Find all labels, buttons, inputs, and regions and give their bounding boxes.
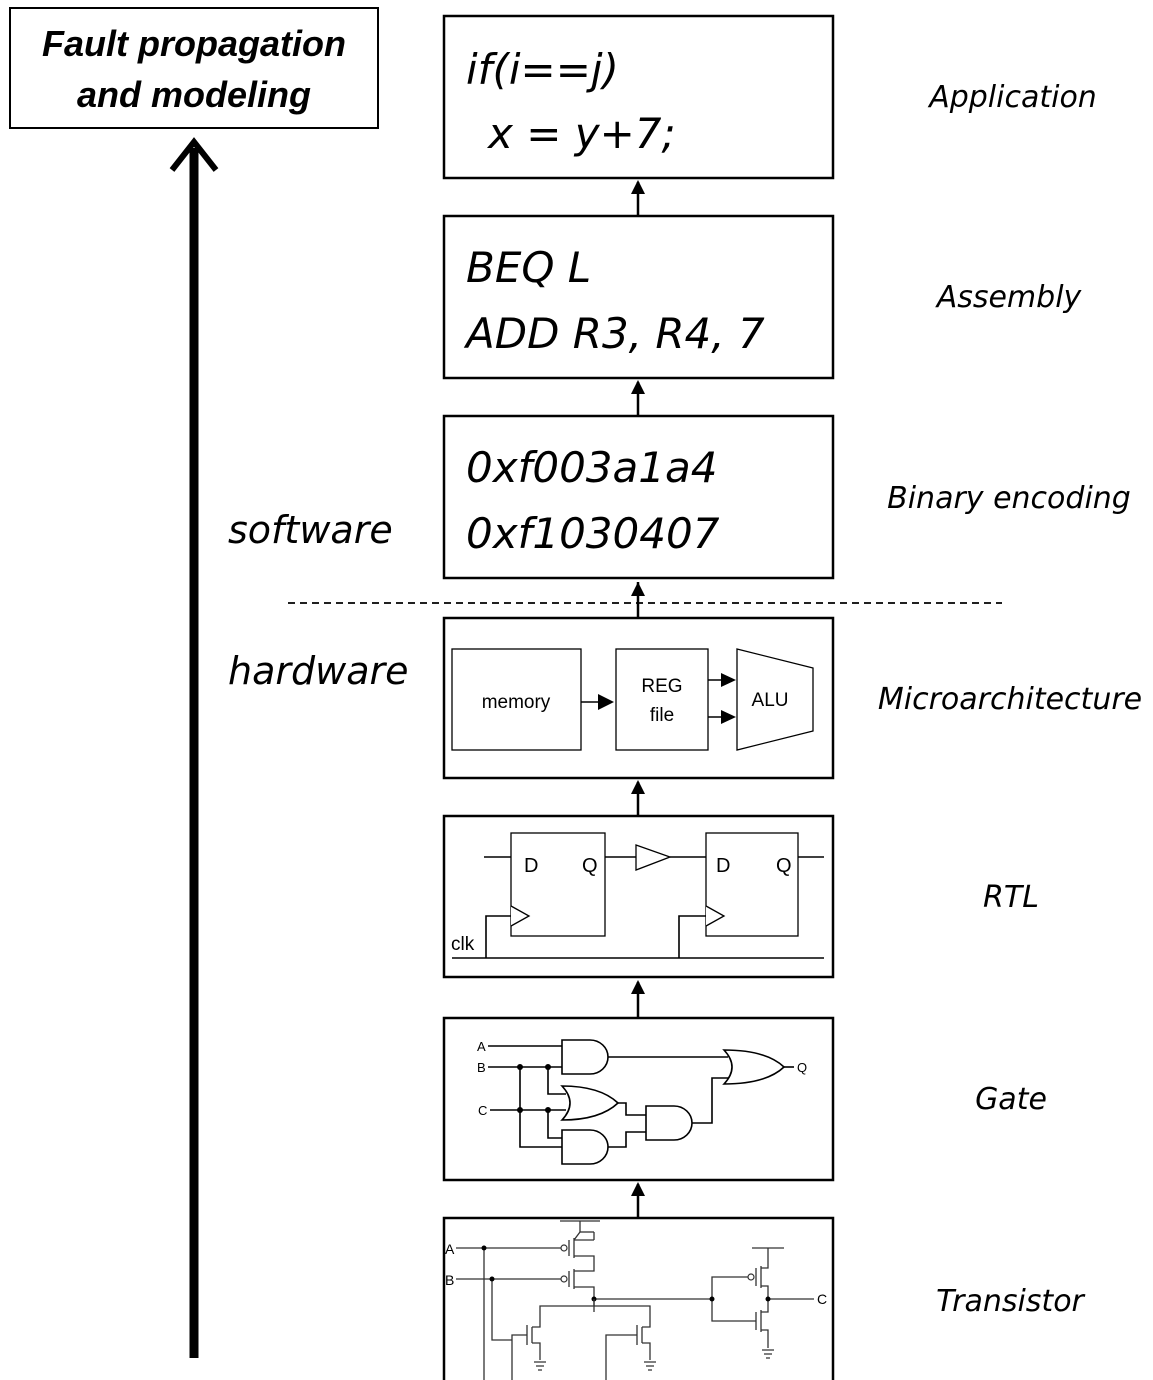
binary-line-2: 0xf1030407 <box>466 509 720 558</box>
ff2-q-label: Q <box>776 855 792 877</box>
alu-block <box>736 648 814 751</box>
reg-file-label-line-1: REG <box>641 676 682 697</box>
gate-label: Gate <box>975 1082 1047 1117</box>
clk-label: clk <box>451 934 475 955</box>
title-box: Fault propagation and modeling <box>9 7 379 129</box>
microarchitecture-label: Microarchitecture <box>878 682 1142 717</box>
assembly-line-2: ADD R3, R4, 7 <box>463 309 765 358</box>
transistor-input-b-label: B <box>445 1272 454 1288</box>
reg-file-block <box>615 648 709 751</box>
propagation-arrow <box>169 137 219 1358</box>
transistor-label: Transistor <box>936 1284 1085 1319</box>
application-label: Application <box>927 80 1097 115</box>
assembly-line-1: BEQ L <box>466 243 591 292</box>
memory-block <box>451 648 582 751</box>
buffer-symbol <box>635 844 672 871</box>
binary-line-1: 0xf003a1a4 <box>466 443 717 492</box>
hardware-label: hardware <box>228 649 408 693</box>
binary-label: Binary encoding <box>887 481 1131 516</box>
ff1-d-label: D <box>524 855 538 877</box>
memory-label: memory <box>482 692 551 713</box>
ff2-d-label: D <box>716 855 730 877</box>
transistor-diagram: A B C <box>445 1220 827 1380</box>
application-code-line-1: if(i==j) <box>466 45 619 94</box>
alu-label: ALU <box>752 690 789 711</box>
gate-output-q-label: Q <box>797 1060 807 1075</box>
rtl-diagram: D Q D Q clk <box>451 832 824 959</box>
reg-file-label-line-2: file <box>650 705 674 726</box>
microarchitecture-diagram: memory REG file ALU <box>451 648 814 751</box>
flip-flop-1 <box>510 832 606 937</box>
transistor-output-c-label: C <box>817 1291 827 1307</box>
application-box <box>442 14 835 180</box>
flip-flop-2 <box>705 832 799 937</box>
transistor-input-a-label: A <box>445 1241 455 1257</box>
title-line-1: Fault propagation <box>42 23 346 64</box>
software-label: software <box>228 508 393 552</box>
gate-input-c-label: C <box>478 1103 487 1118</box>
level-connectors <box>631 180 645 1218</box>
assembly-label: Assembly <box>935 280 1083 315</box>
gate-diagram: A B C Q <box>477 1039 807 1165</box>
title-line-2: and modeling <box>77 74 311 115</box>
binary-box <box>442 414 835 580</box>
rtl-label: RTL <box>983 880 1039 915</box>
gate-input-b-label: B <box>477 1060 486 1075</box>
gate-input-a-label: A <box>477 1039 486 1054</box>
ff1-q-label: Q <box>582 855 598 877</box>
gate-box <box>442 1016 835 1182</box>
application-code-line-2: x = y+7; <box>486 109 676 158</box>
